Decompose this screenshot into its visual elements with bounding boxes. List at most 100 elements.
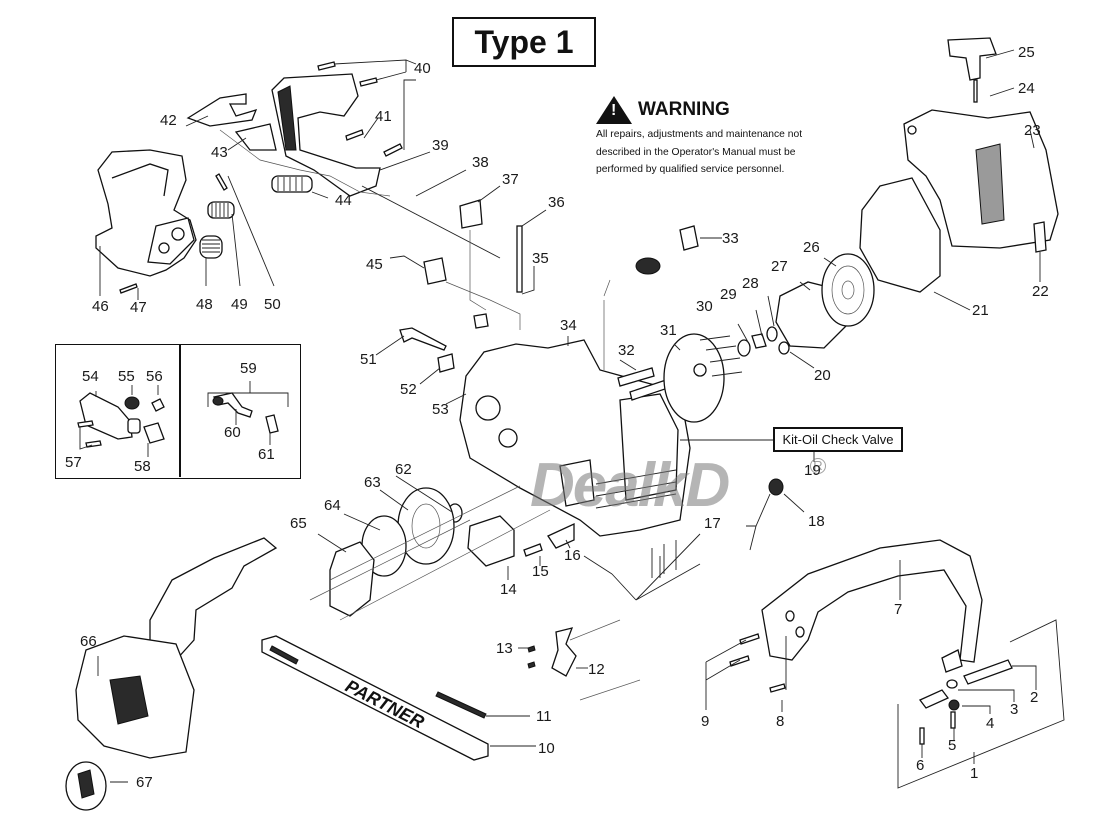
bolt-15-part [523, 543, 543, 557]
nut-29-part [751, 333, 767, 349]
warning-heading: WARNING [638, 99, 730, 120]
callout-32: 32 [618, 342, 635, 359]
callout-52: 52 [400, 381, 417, 398]
callout-58: 58 [134, 458, 151, 475]
warning-notice: ! WARNING All repairs, adjustments and m… [596, 96, 836, 179]
screw-47-part [119, 283, 138, 294]
callout-60: 60 [224, 424, 241, 441]
pipe-part [127, 418, 141, 434]
switch-45-part [423, 257, 447, 285]
callout-27: 27 [771, 258, 788, 275]
knob-grip-part [77, 769, 95, 799]
assembly-guides [219, 129, 641, 701]
front-handle-7-part [761, 539, 983, 663]
callout-51: 51 [360, 351, 377, 368]
clutch-drum-63-part [397, 487, 455, 565]
throttle-cable-38-part [361, 185, 501, 259]
nut-part [473, 313, 489, 329]
callout-45: 45 [366, 256, 383, 273]
clamp-part [941, 649, 963, 673]
callout-36: 36 [548, 194, 565, 211]
handle-hole-part [785, 610, 795, 622]
callout-29: 29 [720, 286, 737, 303]
callout-19: 19 [804, 462, 821, 479]
callout-12: 12 [588, 661, 605, 678]
callout-65: 65 [290, 515, 307, 532]
diagram-type-title: Type 1 [452, 17, 596, 67]
callout-57: 57 [65, 454, 82, 471]
guide-bar-10-part: PARTNER [261, 635, 489, 761]
callout-42: 42 [160, 112, 177, 129]
callout-54: 54 [82, 368, 99, 385]
callout-41: 41 [375, 108, 392, 125]
hose-end-60-part [212, 396, 224, 406]
bolt-8-part [769, 683, 786, 693]
callout-20: 20 [814, 367, 831, 384]
bolt-9a-part [739, 633, 760, 645]
lever-42-part [186, 93, 258, 127]
filter-61-part [265, 414, 279, 434]
warning-line: described in the Operator's Manual must … [596, 146, 796, 158]
kit-oil-check-valve-label: Kit-Oil Check Valve [773, 427, 903, 452]
valve-tube-part [746, 493, 771, 551]
warning-line: All repairs, adjustments and maintenance… [596, 129, 803, 140]
callout-6: 6 [916, 757, 925, 774]
callout-44: 44 [335, 192, 352, 209]
callout-4: 4 [986, 715, 995, 732]
warning-header: ! WARNING [596, 96, 836, 124]
top-handle-part [271, 73, 381, 197]
warning-triangle-icon: ! [596, 96, 632, 124]
chain-brake-66-part [75, 537, 278, 759]
callout-3: 3 [1010, 701, 1019, 718]
warning-body: All repairs, adjustments and maintenance… [596, 126, 836, 179]
oil-pump-54-part [79, 392, 133, 440]
washer-3-part [946, 679, 958, 689]
callout-47: 47 [130, 299, 147, 316]
connector-58-part [143, 422, 165, 444]
rope-24-part [973, 79, 978, 103]
rod-51-part [399, 327, 447, 351]
screw-40b-part [359, 77, 378, 87]
callout-34: 34 [560, 317, 577, 334]
worm-56-part [151, 398, 165, 412]
callout-39: 39 [432, 137, 449, 154]
callout-14: 14 [500, 581, 517, 598]
pins-17-part [651, 540, 677, 578]
callout-49: 49 [231, 296, 248, 313]
callout-8: 8 [776, 713, 785, 730]
callout-7: 7 [894, 601, 903, 618]
callout-30: 30 [696, 298, 713, 315]
callout-46: 46 [92, 298, 109, 315]
screw-40c-part [383, 143, 403, 157]
inset-divider [179, 345, 181, 477]
callout-25: 25 [1018, 44, 1035, 61]
callout-33: 33 [722, 230, 739, 247]
starter-housing-23-part [903, 109, 1059, 249]
callout-64: 64 [324, 497, 341, 514]
screw-6-part [919, 727, 925, 745]
callout-17: 17 [704, 515, 721, 532]
plate-16-part [547, 522, 575, 549]
bracket-2-part [963, 659, 1013, 685]
callout-31: 31 [660, 322, 677, 339]
leader-lines [97, 49, 1065, 789]
callout-13: 13 [496, 640, 513, 657]
spring-44-part [271, 175, 313, 193]
bar-brand-text: PARTNER [342, 676, 427, 733]
fan-cover-21-part [859, 177, 941, 293]
callout-56: 56 [146, 368, 163, 385]
callout-48: 48 [196, 296, 213, 313]
screw-50-part [215, 173, 228, 191]
callout-55: 55 [118, 368, 135, 385]
stud-36-part [516, 225, 523, 293]
washer-30-part [737, 339, 751, 357]
callout-10: 10 [538, 740, 555, 757]
nut-4-part [948, 699, 960, 711]
chain-11-part [435, 691, 487, 719]
bracket-43-part [234, 123, 277, 151]
screw-13b-part [527, 661, 536, 669]
callout-18: 18 [808, 513, 825, 530]
starter-handle-25-part [947, 37, 997, 81]
gasket-part [635, 257, 661, 275]
